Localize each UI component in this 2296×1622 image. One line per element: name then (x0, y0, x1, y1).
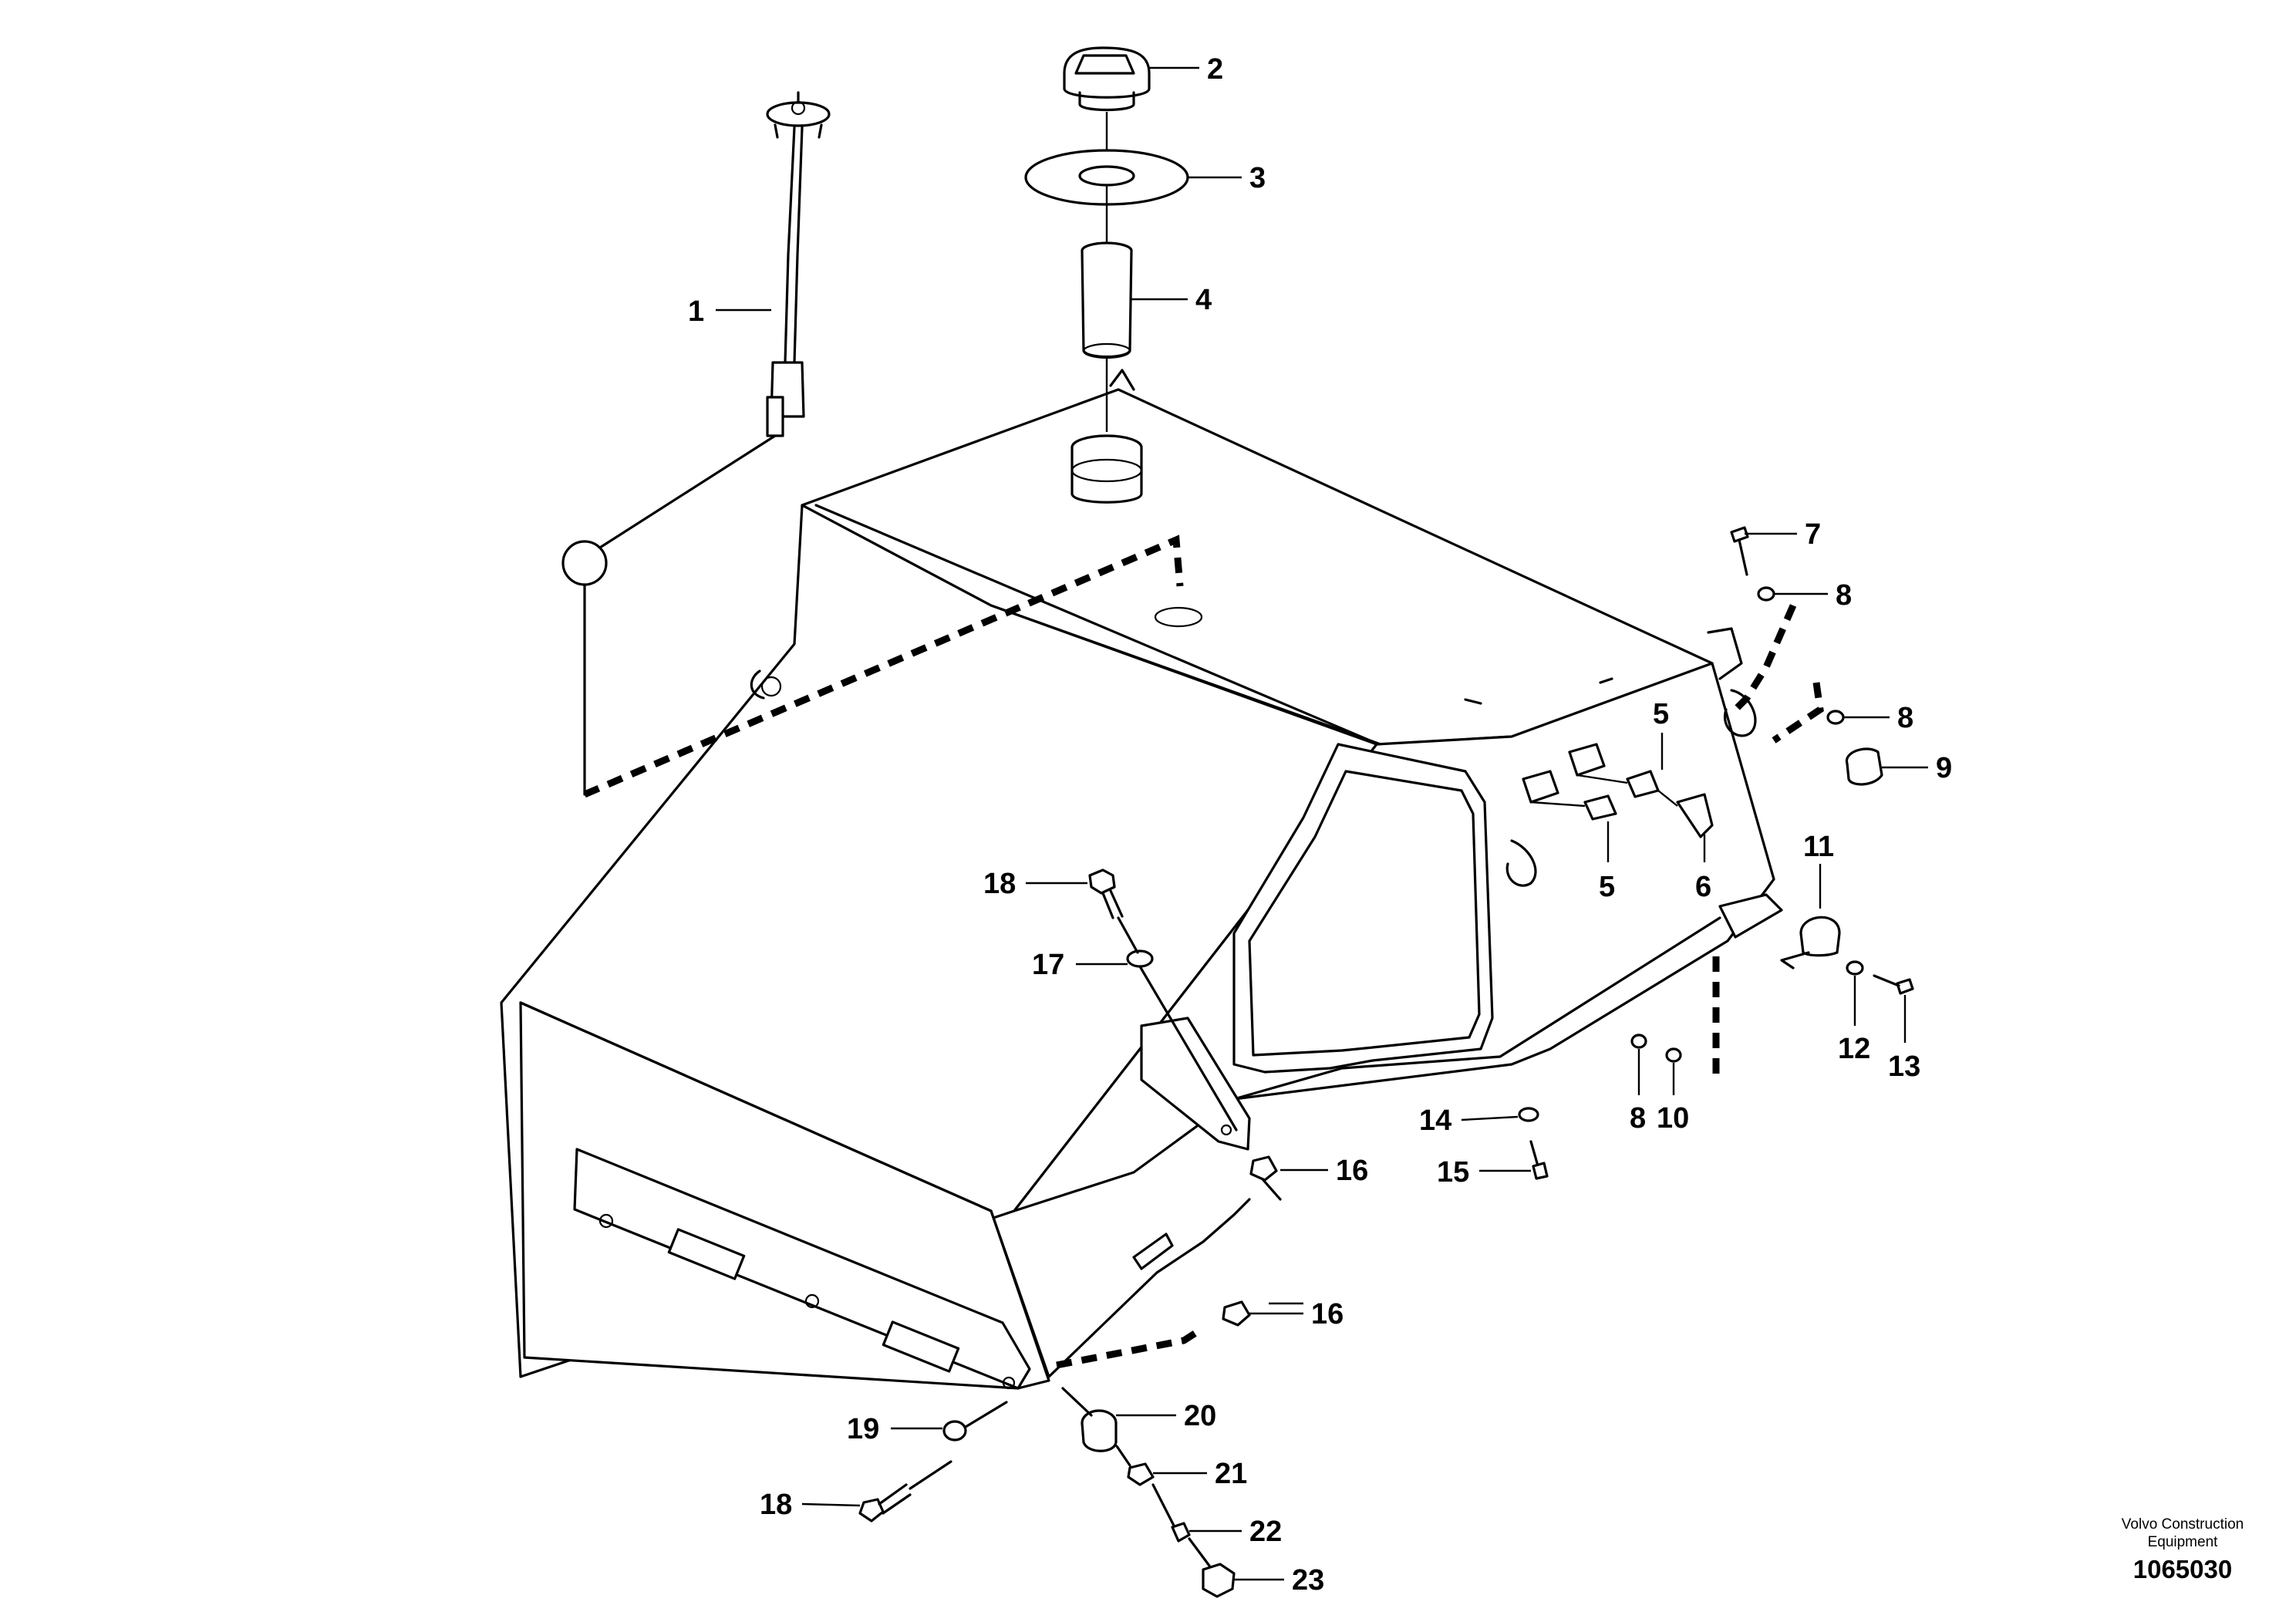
callout-5-top: 5 (1653, 698, 1669, 730)
callout-16-upper: 16 (1336, 1155, 1368, 1187)
washer-12 (1846, 960, 1864, 976)
nut-16 (1222, 1155, 1282, 1327)
hidden-lines (583, 534, 1824, 1369)
callout-7: 7 (1805, 518, 1821, 551)
callout-5-bottom: 5 (1599, 871, 1615, 903)
filler-strainer (1081, 241, 1133, 432)
fittings (1522, 743, 1714, 838)
washer-8 (1630, 586, 1845, 1049)
bolt-15 (1529, 1140, 1549, 1180)
brand-line-1: Volvo Construction (2121, 1516, 2244, 1533)
callout-3: 3 (1249, 162, 1266, 194)
callout-4: 4 (1195, 284, 1212, 316)
callout-8-middle: 8 (1897, 702, 1913, 734)
figure-number: 1065030 (2132, 1555, 2233, 1583)
washer-17 (1126, 949, 1238, 1131)
callout-18-lower: 18 (760, 1489, 792, 1521)
fitting-21 (1115, 1445, 1155, 1486)
callout-11: 11 (1803, 831, 1834, 863)
bolt-7 (1730, 526, 1749, 576)
rubber-bushing-9 (1845, 747, 1883, 786)
rubber-mount-20 (1061, 1387, 1118, 1452)
callout-19: 19 (847, 1413, 879, 1445)
callout-8-lower: 8 (1630, 1102, 1646, 1135)
bolt-18-bottom (858, 1460, 952, 1523)
callout-9: 9 (1936, 752, 1952, 784)
callout-23: 23 (1292, 1564, 1324, 1597)
bolt-18-top (1088, 868, 1139, 954)
callout-18-upper: 18 (983, 868, 1016, 900)
callout-20: 20 (1184, 1400, 1216, 1432)
callout-14: 14 (1419, 1104, 1451, 1137)
callout-15: 15 (1437, 1156, 1469, 1189)
washer-19 (942, 1401, 1008, 1442)
callout-2: 2 (1207, 53, 1223, 86)
brand-name: Volvo Construction Equipment (2067, 1516, 2296, 1551)
fuel-tank (500, 369, 1783, 1390)
washer-14 (1518, 1107, 1539, 1122)
callout-labels: 1 2 3 4 5 5 6 7 8 8 8 9 10 11 12 13 14 1… (688, 53, 1952, 1597)
callout-22: 22 (1249, 1516, 1282, 1548)
callout-10: 10 (1657, 1102, 1689, 1135)
callout-12: 12 (1838, 1033, 1870, 1065)
filler-cap (1063, 46, 1151, 154)
callout-13: 13 (1888, 1050, 1920, 1083)
fuel-level-sender (561, 91, 831, 796)
callout-1: 1 (688, 295, 704, 328)
bolt-13 (1873, 974, 1914, 995)
callout-17: 17 (1032, 949, 1064, 981)
callout-21: 21 (1215, 1458, 1247, 1490)
nipple-22 (1151, 1483, 1191, 1543)
washer-10 (1665, 1047, 1682, 1063)
callout-16-lower: 16 (1311, 1298, 1344, 1330)
callout-8-upper: 8 (1836, 579, 1852, 612)
brand-line-2: Equipment (2147, 1534, 2218, 1550)
clamp-11 (1780, 916, 1841, 969)
gasket-ring (1024, 149, 1189, 243)
cap-nut-23 (1188, 1537, 1236, 1598)
callout-leaders (716, 66, 1928, 1581)
callout-6: 6 (1695, 871, 1711, 903)
